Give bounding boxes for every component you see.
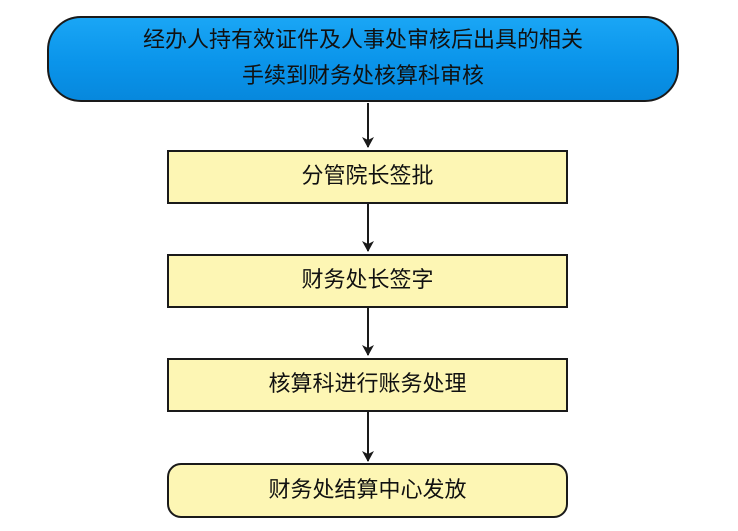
step-node-1: 分管院长签批 (167, 150, 568, 204)
start-node-line2: 手续到财务处核算科审核 (241, 64, 484, 89)
start-node-line1: 经办人持有效证件及人事处审核后出具的相关 (142, 28, 583, 53)
step-node-3-label: 核算科进行账务处理 (268, 372, 467, 397)
step-node-3: 核算科进行账务处理 (167, 358, 568, 412)
end-node: 财务处结算中心发放 (167, 463, 568, 518)
step-node-1-label: 分管院长签批 (301, 164, 434, 189)
start-node: 经办人持有效证件及人事处审核后出具的相关 手续到财务处核算科审核 (47, 16, 679, 102)
step-node-2: 财务处长签字 (167, 254, 568, 308)
step-node-2-label: 财务处长签字 (301, 268, 434, 293)
end-node-label: 财务处结算中心发放 (268, 477, 467, 503)
